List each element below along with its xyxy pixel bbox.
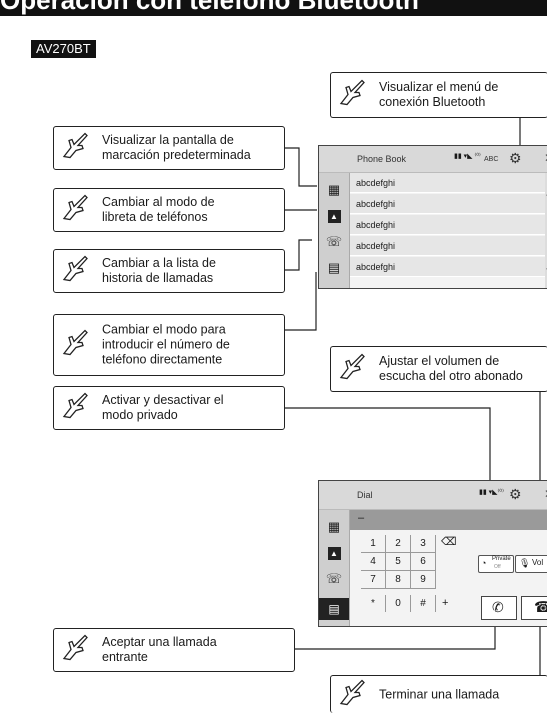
list-item[interactable]: abcdefghi [350,257,545,277]
accept-call-button[interactable]: ✆ [481,596,517,620]
dial-titlebar: Dial ▮▮ ▾◣⁽⁰⁾ ⚙ ✕ [319,481,547,510]
callout-text-line: Ajustar el volumen de [379,354,500,368]
key-9[interactable]: 9 [411,571,436,589]
callout-text-line: Cambiar al modo de [102,195,215,209]
callout-text-line: libreta de teléfonos [102,210,208,224]
keypad-icon[interactable]: ▤ [319,598,349,620]
call-history-icon[interactable]: ☏ [325,571,343,586]
key-6[interactable]: 6 [411,553,436,571]
model-badge: AV270BT [31,40,96,58]
callout-text-line: Cambiar el modo para [102,322,226,337]
callout-text-line: marcación predeterminada [102,148,251,162]
callout-text-line: introducir el número de [102,337,230,352]
callout-text-line: escucha del otro abonado [379,369,523,383]
end-call-button[interactable]: ☎ [521,596,547,620]
volume-button[interactable]: 🎙 Vol [515,555,547,573]
callout-text-line: historia de llamadas [102,271,214,285]
phonebook-titlebar: Phone Book ▮▮ ▾◣ ⁽⁰⁾ ABC ⚙ ✕ [319,146,547,173]
screen-title: Dial [357,490,373,500]
dial-pad-icon[interactable]: ▦ [327,182,341,197]
hand-pointer-icon [338,678,368,711]
phonebook-sidebar: ▦ ▲ ☏ ▤ [319,173,350,288]
number-entry: – [350,510,547,530]
private-icon: ◔ [481,558,487,568]
key-hash[interactable]: # [411,595,436,612]
phonebook-icon[interactable]: ▲ [319,542,349,564]
hand-pointer-icon [61,255,91,288]
hand-pointer-icon [61,329,91,362]
gear-icon[interactable]: ⚙ [509,150,522,166]
gear-icon[interactable]: ⚙ [509,486,522,502]
callout-text-line: Activar y desactivar el [102,393,224,407]
status-icons: ▮▮ ▾◣⁽⁰⁾ [479,489,504,496]
private-button[interactable]: ◔ Private Off [478,555,514,573]
phone-pickup-icon: ✆ [492,599,504,615]
key-4[interactable]: 4 [361,553,386,571]
key-star[interactable]: * [361,595,386,612]
phonebook-icon[interactable]: ▲ [319,205,349,227]
header-bar: Operación con teléfono Bluetooth [0,0,547,16]
callout-history: Cambiar a la lista de historia de llamad… [53,249,285,293]
callout-text-line: Visualizar la pantalla de [102,133,234,147]
private-state: Off [494,564,501,570]
dial-sidebar: ▦ ▲ ☏ ▤ [319,510,350,626]
abc-label: ABC [484,156,499,163]
private-label: Private [492,556,511,562]
key-8[interactable]: 8 [386,571,411,589]
callout-dial-screen: Visualizar la pantalla de marcación pred… [53,126,285,170]
call-history-icon[interactable]: ☏ [325,234,343,249]
key-3[interactable]: 3 [411,535,436,553]
page-title: Operación con teléfono Bluetooth [0,0,419,15]
phonebook-screen: Phone Book ▮▮ ▾◣ ⁽⁰⁾ ABC ⚙ ✕ ▦ ▲ ☏ ▤ abc… [318,145,547,289]
list-item[interactable]: abcdefghi [350,215,545,235]
key-7[interactable]: 7 [361,571,386,589]
callout-accept: Aceptar una llamada entrante [53,628,295,672]
volume-label: Vol [532,558,544,567]
callout-text-line: conexión Bluetooth [379,95,486,109]
list-item[interactable]: abcdefghi [350,236,545,256]
key-0[interactable]: 0 [386,595,411,612]
status-icons: ▮▮ ▾◣ ⁽⁰⁾ [454,153,481,160]
phone-hangup-icon: ☎ [534,598,547,616]
callout-text-line: Cambiar a la lista de [102,256,216,270]
key-plus[interactable]: + [442,597,449,609]
callout-text-line: Visualizar el menú de [379,80,499,94]
hand-pointer-icon [61,392,91,425]
callout-direct-number: Cambiar el modo para introducir el númer… [53,314,285,376]
callout-text-line: modo privado [102,408,178,422]
callout-text-line: entrante [102,650,148,664]
callout-bluetooth-menu: Visualizar el menú de conexión Bluetooth [330,72,547,118]
microphone-icon: 🎙 [519,558,531,568]
screen-title: Phone Book [357,154,407,164]
hand-pointer-icon [61,634,91,667]
hand-pointer-icon [338,353,368,386]
close-icon[interactable]: ✕ [544,151,547,165]
callout-phonebook: Cambiar al modo de libreta de teléfonos [53,188,285,232]
callout-volume: Ajustar el volumen de escucha del otro a… [330,346,547,392]
callout-text-line: Aceptar una llamada [102,635,217,649]
key-2[interactable]: 2 [386,535,411,553]
list-item[interactable]: abcdefghi [350,173,545,193]
key-1[interactable]: 1 [361,535,386,553]
callout-text-line: teléfono directamente [102,352,223,367]
callout-private: Activar y desactivar el modo privado [53,386,285,430]
hand-pointer-icon [61,194,91,227]
close-icon[interactable]: ✕ [544,487,547,501]
hand-pointer-icon [338,79,368,112]
hand-pointer-icon [61,132,91,165]
list-item[interactable]: abcdefghi [350,194,545,214]
number-entry-value: – [358,512,365,524]
keypad-icon[interactable]: ▤ [327,260,341,275]
dial-screen: Dial ▮▮ ▾◣⁽⁰⁾ ⚙ ✕ ▦ ▲ ☏ ▤ – 1 2 3 4 5 6 … [318,480,547,627]
dial-pad-icon[interactable]: ▦ [327,519,341,534]
backspace-icon[interactable]: ⌫ [441,536,457,548]
key-5[interactable]: 5 [386,553,411,571]
callout-end: Terminar una llamada [330,675,547,713]
callout-text-line: Terminar una llamada [379,687,500,701]
